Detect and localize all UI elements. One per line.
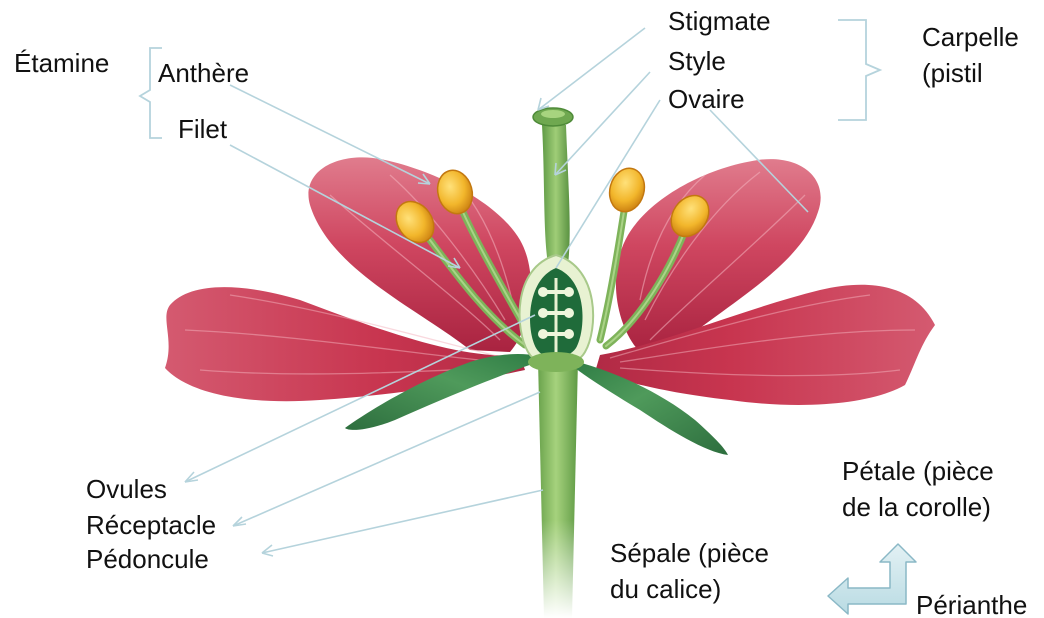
label-perianthe: Périanthe bbox=[916, 590, 1027, 618]
label-anthere: Anthère bbox=[158, 58, 249, 88]
label-stigmate: Stigmate bbox=[668, 6, 771, 36]
pointer-style bbox=[555, 72, 650, 175]
peduncle bbox=[530, 360, 590, 618]
pointer-pedoncule bbox=[262, 490, 543, 553]
label-receptacle: Réceptacle bbox=[86, 510, 216, 540]
label-etamine: Étamine bbox=[14, 48, 109, 78]
label-pedoncule: Pédoncule bbox=[86, 544, 209, 574]
brackets bbox=[140, 20, 880, 138]
perianthe-arrow bbox=[828, 544, 916, 614]
label-ovaire: Ovaire bbox=[668, 84, 745, 114]
pistil-style bbox=[533, 108, 573, 265]
label-filet: Filet bbox=[178, 114, 227, 144]
label-sepale-line2: du calice) bbox=[610, 574, 721, 604]
receptacle bbox=[528, 352, 584, 372]
bracket-carpelle bbox=[838, 20, 880, 120]
label-sepale-line1: Sépale (pièce bbox=[610, 538, 769, 568]
ovary bbox=[520, 255, 594, 366]
label-style: Style bbox=[668, 46, 726, 76]
label-pistil: (pistil bbox=[922, 58, 983, 88]
label-ovules: Ovules bbox=[86, 474, 167, 504]
label-petale-line2: de la corolle) bbox=[842, 492, 991, 522]
label-petale-line1: Pétale (pièce bbox=[842, 456, 994, 486]
pointer-stigmate bbox=[538, 28, 645, 110]
label-carpelle: Carpelle bbox=[922, 22, 1019, 52]
